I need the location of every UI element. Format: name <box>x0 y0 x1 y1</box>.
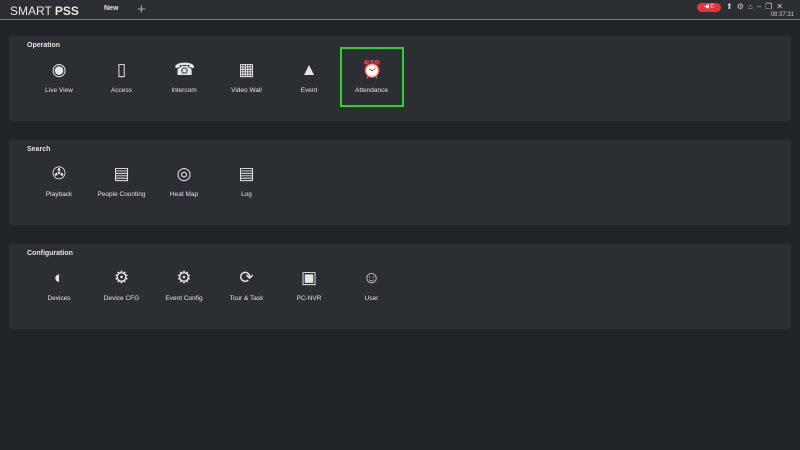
section-title: Operation <box>27 42 61 49</box>
clock: 08:37:31 <box>770 12 794 18</box>
access-icon: ▯ <box>116 60 127 79</box>
tile-tour-task[interactable]: ⟳ Tour & Task <box>217 268 277 302</box>
section-title: Configuration <box>27 250 73 257</box>
device-cfg-icon: ⚙ <box>113 268 130 287</box>
tile-label: Attendance <box>355 87 388 94</box>
tile-intercom[interactable]: ☎ Intercom <box>154 60 214 94</box>
tile-label: User <box>364 295 379 302</box>
people-counting-icon: ▤ <box>113 164 130 183</box>
tile-label: PC-NVR <box>296 295 322 302</box>
minimize-icon[interactable]: – <box>756 2 766 11</box>
tile-label: Event Config <box>165 295 203 302</box>
tab-new[interactable]: New <box>104 5 119 12</box>
tile-label: Tour & Task <box>229 295 264 302</box>
tile-live-view[interactable]: ◉ Live View <box>29 60 89 94</box>
tile-user[interactable]: ☺ User <box>342 268 402 302</box>
playback-icon: ✇ <box>51 164 67 183</box>
tile-video-wall[interactable]: ▦ Video Wall <box>217 60 277 94</box>
tile-devices[interactable]: ◐ Devices <box>29 268 89 302</box>
tile-log[interactable]: ▤ Log <box>217 164 277 198</box>
gear-icon[interactable]: ⚙ <box>736 2 748 11</box>
tile-access[interactable]: ▯ Access <box>92 60 152 94</box>
tour-task-icon: ⟳ <box>239 268 254 287</box>
tile-label: Device CFG <box>103 295 140 302</box>
tile-label: Live View <box>45 87 73 94</box>
add-tab-button[interactable]: + <box>137 1 146 18</box>
tile-label: Devices <box>47 295 71 302</box>
tile-pc-nvr[interactable]: ▣ PC-NVR <box>279 268 339 302</box>
lock-icon[interactable]: ⌂ <box>747 2 757 11</box>
heat-map-icon: ◎ <box>176 164 192 183</box>
live-view-icon: ◉ <box>51 60 67 79</box>
event-icon: ▲ <box>300 60 318 79</box>
log-icon: ▤ <box>238 164 255 183</box>
video-wall-icon: ▦ <box>238 60 255 79</box>
tile-label: Log <box>241 191 252 198</box>
section-search: Search ✇ Playback ▤ People Counting ◎ Heat Map… <box>9 140 791 225</box>
tile-label: Event <box>300 87 318 94</box>
restore-icon[interactable]: ❐ <box>765 2 777 11</box>
tile-attendance[interactable]: ⏰ Attendance <box>339 47 404 107</box>
tile-device-cfg[interactable]: ⚙ Device CFG <box>92 268 152 302</box>
app-logo: SMART PSS <box>10 4 79 18</box>
intercom-icon: ☎ <box>174 60 196 79</box>
tile-label: Heat Map <box>169 191 199 198</box>
event-config-icon: ⚙ <box>176 268 192 287</box>
close-icon[interactable]: ✕ <box>776 2 788 11</box>
logo-bold: PSS <box>54 4 79 18</box>
section-configuration: Configuration ◐ Devices ⚙ Device CFG ⚙ Event C… <box>9 244 791 329</box>
section-operation: Operation ◉ Live View ▯ Access ☎ Intercom ▦ Vide… <box>9 36 791 121</box>
tile-label: Intercom <box>171 87 197 94</box>
alarm-count: 0 <box>710 4 714 10</box>
tile-heat-map[interactable]: ◎ Heat Map <box>154 164 214 198</box>
tile-label: People Counting <box>97 191 146 198</box>
alarm-button[interactable]: ◀ 0 <box>697 3 721 12</box>
tile-playback[interactable]: ✇ Playback <box>29 164 89 198</box>
tile-people-counting[interactable]: ▤ People Counting <box>92 164 152 198</box>
tile-label: Access <box>111 87 132 94</box>
user-icon[interactable]: ⬆ <box>726 2 737 11</box>
user-icon: ☺ <box>362 268 381 287</box>
section-title: Search <box>27 146 51 153</box>
tile-label: Video Wall <box>231 87 262 94</box>
logo-text: SMART <box>10 4 55 18</box>
devices-icon: ◐ <box>53 268 65 287</box>
tile-event[interactable]: ▲ Event <box>279 60 339 94</box>
title-bar: SMART PSS New + ◀ 0 ⬆⚙⌂–❐✕ 08:37:31 <box>0 0 800 20</box>
pc-nvr-icon: ▣ <box>300 268 318 287</box>
tile-label: Playback <box>45 191 73 198</box>
tile-event-config[interactable]: ⚙ Event Config <box>154 268 214 302</box>
attendance-icon: ⏰ <box>361 60 383 79</box>
